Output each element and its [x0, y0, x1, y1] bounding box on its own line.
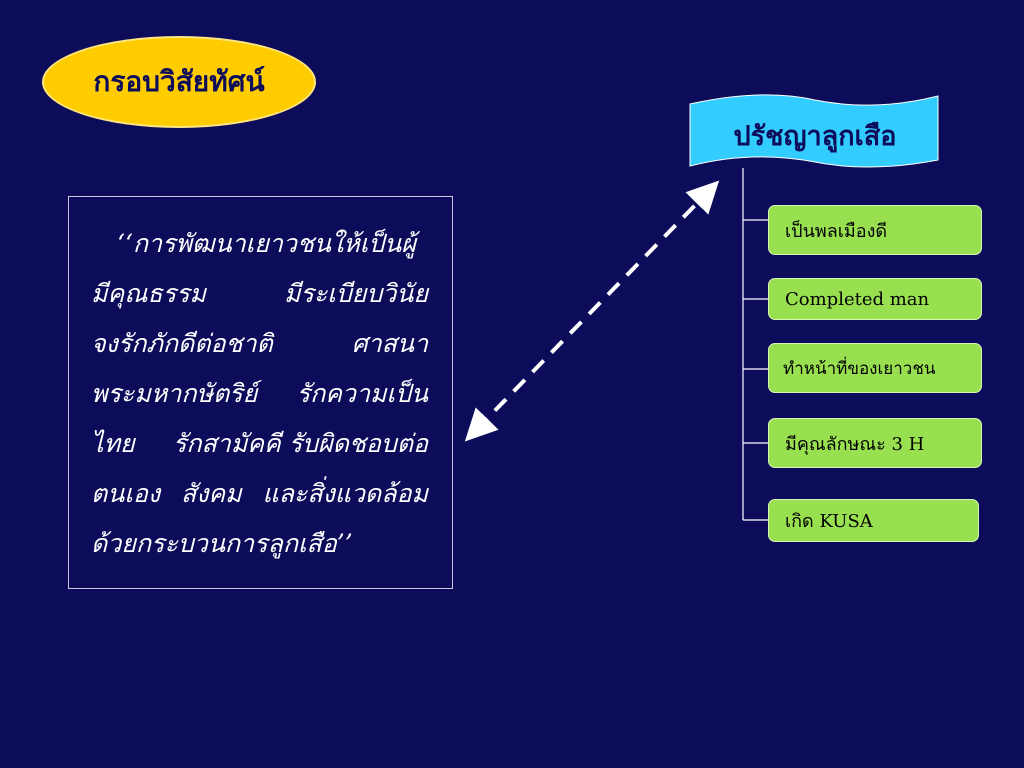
- quote-text: จงรักภักดีต่อชาติ: [91, 329, 273, 358]
- quote-text: ด้วยกระบวนการลูกเสือ’’: [91, 529, 353, 558]
- quote-text: มีระเบียบวินัย: [283, 279, 428, 308]
- philosophy-item-label: เกิด KUSA: [785, 511, 873, 532]
- quote-text: รักสามัคคี รับผิดชอบต่อ: [172, 429, 428, 458]
- quote-text: มีคุณธรรม: [91, 279, 206, 308]
- philosophy-item: เกิด KUSA: [768, 499, 979, 542]
- quote-line: ด้วยกระบวนการลูกเสือ’’: [91, 519, 428, 569]
- philosophy-item-label: เป็นพลเมืองดี: [785, 220, 888, 242]
- quote-panel: ‘‘การพัฒนาเยาวชนให้เป็นผู้ มีคุณธรรม มีร…: [68, 196, 453, 589]
- philosophy-item-label: Completed man: [785, 288, 930, 310]
- quote-text: สังคม: [180, 479, 242, 508]
- quote-line: มีคุณธรรม มีระเบียบวินัย: [91, 269, 428, 319]
- quote-text: รักความเป็น: [296, 379, 428, 408]
- quote-text: และสิ่งแวดล้อม: [262, 479, 428, 508]
- quote-line: ไทย รักสามัคคี รับผิดชอบต่อ: [91, 419, 428, 469]
- page-title: กรอบวิสัยทัศน์: [93, 65, 265, 98]
- philosophy-item: เป็นพลเมืองดี: [768, 205, 982, 255]
- header-banner: [689, 94, 939, 168]
- title-ellipse: กรอบวิสัยทัศน์: [42, 36, 316, 128]
- quote-text: พระมหากษัตริย์: [91, 379, 258, 408]
- philosophy-item: ทำหน้าที่ของเยาวชน: [768, 343, 982, 393]
- quote-line: พระมหากษัตริย์ รักความเป็น: [91, 369, 428, 419]
- quote-line: ‘‘การพัฒนาเยาวชนให้เป็นผู้: [91, 219, 428, 269]
- quote-text: ตนเอง: [91, 479, 161, 508]
- philosophy-item-label: ทำหน้าที่ของเยาวชน: [783, 358, 936, 379]
- quote-line: ตนเอง สังคม และสิ่งแวดล้อม: [91, 469, 428, 519]
- quote-text: ‘‘การพัฒนาเยาวชนให้เป็นผู้: [117, 229, 416, 258]
- philosophy-item: Completed man: [768, 278, 982, 320]
- double-arrow: [464, 180, 720, 442]
- quote-text: ศาสนา: [351, 329, 428, 358]
- philosophy-item: มีคุณลักษณะ 3 H: [768, 418, 982, 468]
- quote-line: จงรักภักดีต่อชาติ ศาสนา: [91, 319, 428, 369]
- philosophy-header: ปรัชญาลูกเสือ: [733, 120, 897, 152]
- quote-text: ไทย: [91, 429, 135, 458]
- philosophy-item-label: มีคุณลักษณะ 3 H: [785, 433, 925, 455]
